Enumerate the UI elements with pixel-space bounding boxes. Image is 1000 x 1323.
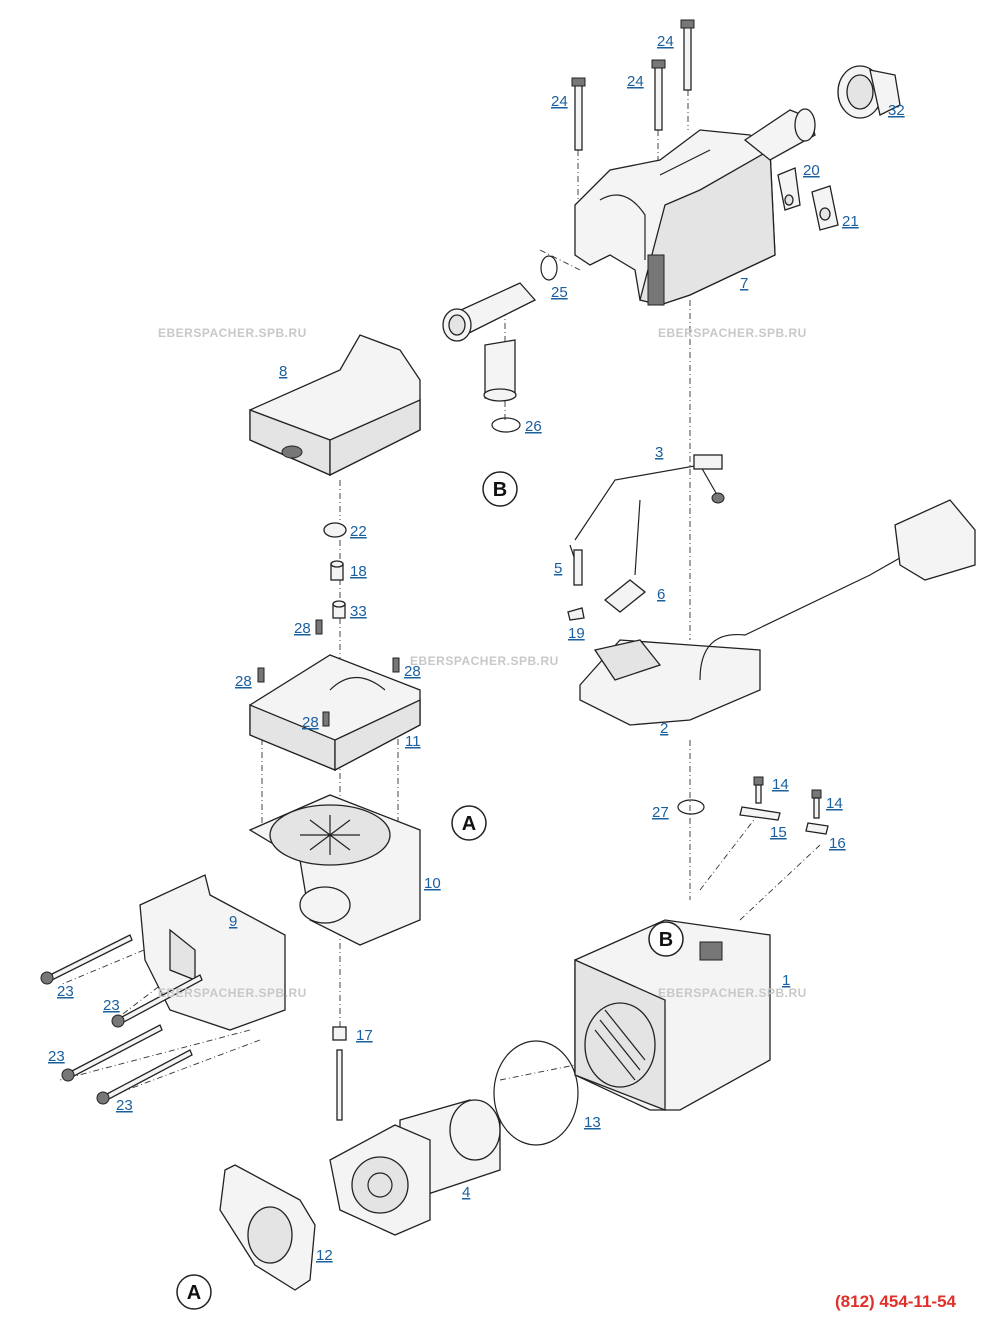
watermark-4: EBERSPACHER.SPB.RU [158,986,307,1000]
part-3-wiring-harness [569,454,725,576]
part-17-glow-pin [332,1026,347,1121]
part-4-combustion-motor [329,1099,501,1236]
part-labels: 1 2 3 4 5 6 7 8 9 10 11 12 13 14 14 15 1… [48,33,905,1264]
label-part-13[interactable]: 13 [584,1114,601,1131]
coolant-t-pipe [442,282,537,433]
label-part-27[interactable]: 27 [652,804,669,821]
part-13-seal-ring [493,1040,579,1146]
label-part-25[interactable]: 25 [551,284,568,301]
marker-b-upper: B [482,471,518,507]
label-part-15[interactable]: 15 [770,824,787,841]
part-10-blower-housing [248,794,421,946]
label-part-14b[interactable]: 14 [826,795,843,812]
part-27-o-ring [677,799,705,815]
label-part-28d[interactable]: 28 [302,714,319,731]
part-1-heat-exchanger [574,919,771,1111]
part-7-upper-housing [574,108,816,306]
label-part-23b[interactable]: 23 [103,997,120,1014]
part-11-control-box [249,619,421,772]
label-part-1[interactable]: 1 [782,972,790,989]
label-part-5[interactable]: 5 [554,560,562,577]
label-part-23c[interactable]: 23 [48,1048,65,1065]
label-part-32[interactable]: 32 [888,102,905,119]
label-part-22[interactable]: 22 [350,523,367,540]
label-part-19[interactable]: 19 [568,625,585,642]
label-part-12[interactable]: 12 [316,1247,333,1264]
label-part-28c[interactable]: 28 [235,673,252,690]
part-12-gasket [219,1164,316,1291]
label-part-26[interactable]: 26 [525,418,542,435]
screws-24 [571,19,695,151]
watermark-3: EBERSPACHER.SPB.RU [410,654,559,668]
label-part-6[interactable]: 6 [657,586,665,603]
label-part-11[interactable]: 11 [405,733,421,750]
contact-phone: (812) 454-11-54 [835,1292,957,1311]
label-part-24a[interactable]: 24 [657,33,674,50]
label-part-8[interactable]: 8 [279,363,287,380]
label-part-23d[interactable]: 23 [116,1097,133,1114]
label-part-18[interactable]: 18 [350,563,367,580]
part-8-cover [249,334,421,477]
watermark-5: EBERSPACHER.SPB.RU [658,986,807,1000]
marker-a-lower-letter: A [187,1282,201,1304]
label-part-3[interactable]: 3 [655,444,663,461]
label-part-17[interactable]: 17 [356,1027,373,1044]
label-part-4[interactable]: 4 [462,1184,470,1201]
screws-14 [753,776,822,819]
label-part-24c[interactable]: 24 [551,93,568,110]
part-19-clip [567,607,585,621]
parts-22-18-33 [323,522,347,619]
watermark-2: EBERSPACHER.SPB.RU [658,326,807,340]
label-part-21[interactable]: 21 [842,213,859,230]
label-part-7[interactable]: 7 [740,275,748,292]
marker-b-lower-letter: B [659,929,673,951]
part-9-shroud [139,874,286,1031]
part-15-bracket [739,806,781,821]
label-part-23a[interactable]: 23 [57,983,74,1000]
label-part-24b[interactable]: 24 [627,73,644,90]
label-part-20[interactable]: 20 [803,162,820,179]
label-part-14a[interactable]: 14 [772,776,789,793]
label-part-10[interactable]: 10 [424,875,441,892]
watermarks: EBERSPACHER.SPB.RU EBERSPACHER.SPB.RU EB… [158,326,807,1000]
label-part-2[interactable]: 2 [660,720,668,737]
part-5-sensor [573,549,583,586]
screws-23 [40,934,203,1105]
part-16-bracket [805,822,829,835]
part-32-hose-connector [837,65,901,119]
marker-a-upper-letter: A [462,813,476,835]
marker-a-lower: A [176,1274,212,1310]
marker-b-lower: B [648,921,684,957]
parts-20-21-clips [777,167,839,231]
label-part-28a[interactable]: 28 [294,620,311,637]
part-6-sensor [603,579,647,613]
part-25-o-ring [540,255,558,281]
label-part-28b[interactable]: 28 [404,663,421,680]
marker-a-upper: A [451,805,487,841]
watermark-1: EBERSPACHER.SPB.RU [158,326,307,340]
marker-b-upper-letter: B [493,479,507,501]
part-2-control-unit [579,499,976,726]
label-part-33[interactable]: 33 [350,603,367,620]
label-part-16[interactable]: 16 [829,835,846,852]
label-part-9[interactable]: 9 [229,913,237,930]
